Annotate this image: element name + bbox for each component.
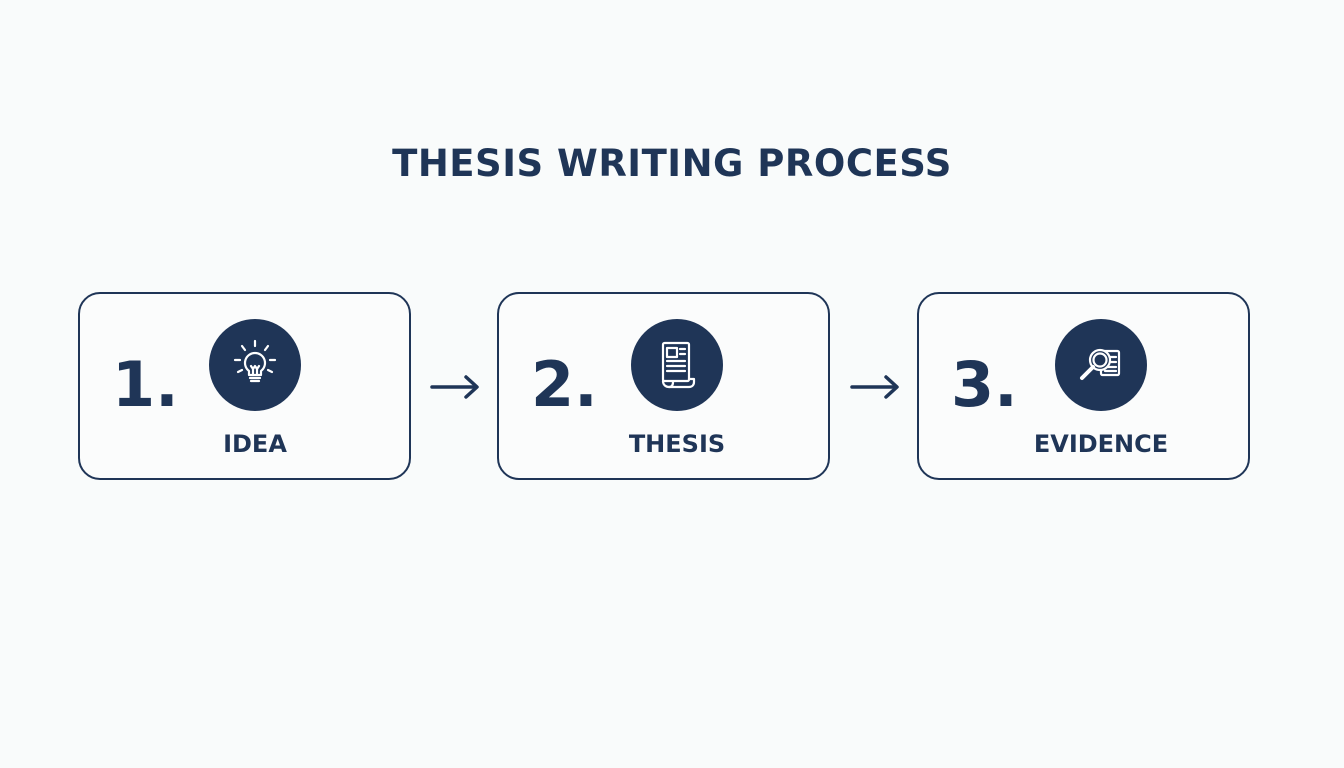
- step-box-evidence: 3. EVIDENCE: [917, 292, 1250, 480]
- step-number: 2.: [531, 348, 598, 421]
- lightbulb-icon: [209, 319, 301, 411]
- arrow-right-icon: [850, 375, 899, 399]
- step-box-idea: 1. IDEA: [78, 292, 411, 480]
- step-label: EVIDENCE: [1033, 430, 1169, 458]
- step-number: 1.: [112, 348, 179, 421]
- arrow-right-icon: [430, 375, 479, 399]
- step-number: 3.: [951, 348, 1018, 421]
- document-icon: [631, 319, 723, 411]
- magnifier-document-icon: [1055, 319, 1147, 411]
- diagram-title: THESIS WRITING PROCESS: [392, 142, 952, 185]
- step-label: THESIS: [628, 430, 726, 458]
- step-box-thesis: 2. THESIS: [497, 292, 830, 480]
- step-label: IDEA: [223, 430, 287, 458]
